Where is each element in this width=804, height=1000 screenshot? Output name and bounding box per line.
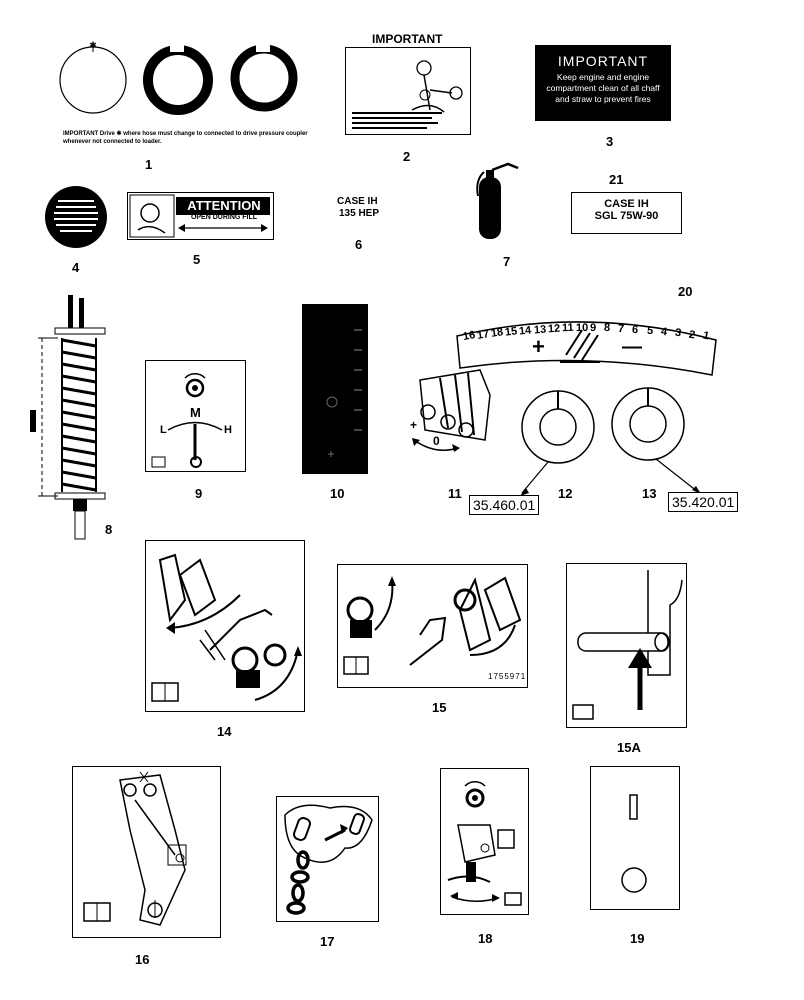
label-10: 10 [330, 486, 345, 501]
label-16: 16 [135, 952, 150, 967]
decal-19 [590, 766, 680, 910]
part-number-12: 35.460.01 [469, 495, 540, 515]
label-2: 2 [403, 149, 411, 164]
decal-6-line2: 135 HEP [339, 208, 380, 219]
decal-20-plus: + [532, 334, 545, 359]
part-number-13: 35.420.01 [668, 492, 739, 512]
decal-3-body: Keep engine and engine compartment clean… [546, 72, 660, 104]
decal-21-line2: SGL 75W-90 [594, 210, 659, 222]
decal-21-line1: CASE IH [604, 198, 649, 210]
label-19: 19 [630, 931, 645, 946]
decal-1-text: IMPORTANT Drive ✱ where hose must change… [63, 131, 308, 145]
label-12: 12 [558, 486, 573, 501]
decal-9-l: L [160, 424, 167, 436]
decal-3-title: IMPORTANT [557, 53, 649, 69]
decal-11-plus: + [410, 418, 418, 432]
label-8: 8 [105, 522, 113, 537]
label-6: 6 [355, 237, 363, 252]
label-18: 18 [478, 931, 493, 946]
decal-20-minus: — [622, 336, 642, 358]
decal-21: CASE IH SGL 75W-90 [571, 192, 682, 234]
label-15: 15 [432, 700, 447, 715]
label-17: 17 [320, 934, 335, 949]
label-5: 5 [193, 252, 201, 267]
decal-6-line1: CASE IH [337, 196, 378, 207]
label-3: 3 [606, 134, 614, 149]
label-15a: 15A [617, 740, 641, 755]
label-1: 1 [145, 157, 153, 172]
label-13: 13 [642, 486, 657, 501]
decal-9-m: M [190, 405, 201, 420]
decal-17 [276, 796, 379, 922]
label-9: 9 [195, 486, 203, 501]
label-21: 21 [609, 172, 624, 187]
decal-5-sub: OPEN DURING FILL [190, 214, 258, 221]
decal-3: IMPORTANT Keep engine and engine compart… [535, 45, 671, 121]
decal-10 [302, 304, 368, 474]
decal-5-title: ATTENTION [187, 198, 261, 213]
decal-11-zero: 0 [433, 434, 440, 448]
label-4: 4 [72, 260, 80, 275]
decal-15-code: 1755971 [488, 672, 527, 681]
label-11: 11 [448, 486, 462, 501]
decal-9-h: H [224, 424, 232, 436]
decal-2-title: IMPORTANT [372, 32, 443, 46]
svg-text:✱: ✱ [89, 40, 97, 50]
label-20: 20 [678, 284, 693, 299]
svg-text:+: + [327, 447, 334, 461]
label-7: 7 [503, 254, 511, 269]
label-14: 14 [217, 724, 232, 739]
